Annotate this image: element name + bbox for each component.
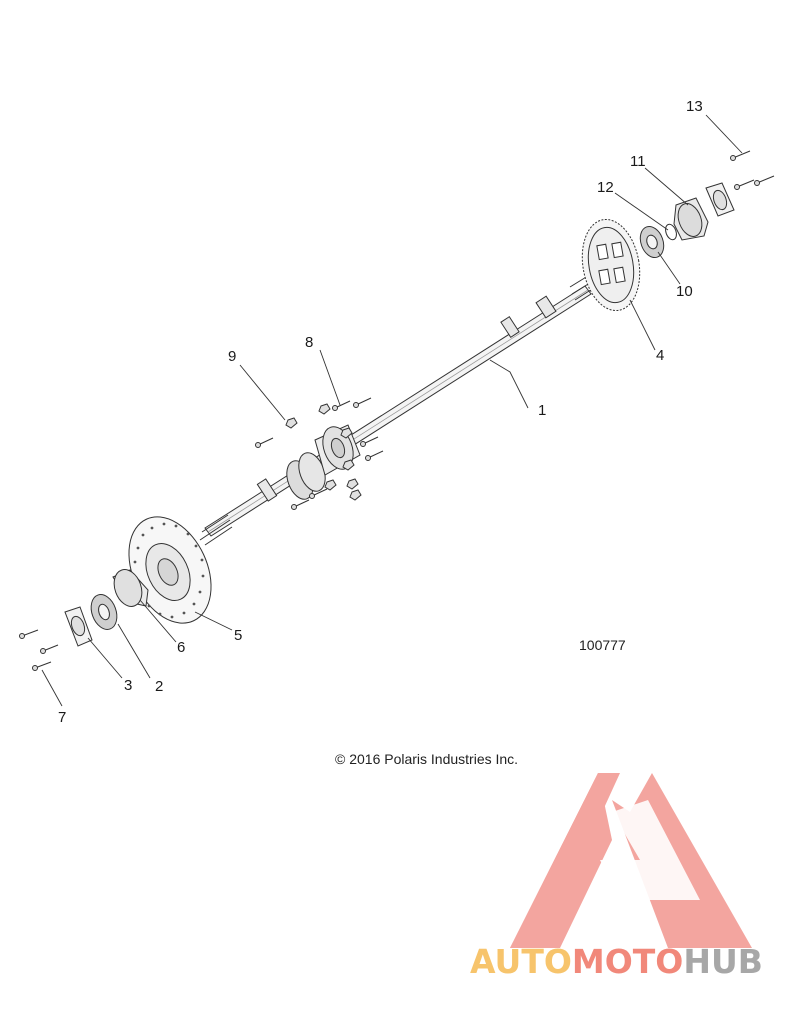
callout-11: 11	[630, 153, 646, 170]
flange-plate-left	[64, 606, 93, 647]
nut-icon	[342, 459, 355, 471]
bolt-icon	[40, 644, 59, 654]
callout-6: 6	[177, 639, 185, 656]
callout-3: 3	[124, 677, 132, 694]
bearing-housing-left	[112, 569, 149, 607]
watermark-auto: AUTO	[470, 942, 572, 981]
watermark-text: AUTOMOTOHUB	[470, 942, 763, 981]
callout-12: 12	[597, 179, 614, 196]
leader-lines	[41, 114, 743, 707]
bolt-icon	[32, 661, 52, 671]
bearing-left	[90, 594, 118, 630]
nut-icon	[285, 417, 298, 429]
callout-8: 8	[305, 334, 313, 351]
bolt-icon	[353, 397, 372, 408]
bolt-icon	[365, 450, 384, 461]
nut-icon	[349, 489, 362, 501]
nut-icon	[346, 478, 359, 490]
bolt-icon	[255, 437, 274, 448]
callout-4: 4	[656, 347, 664, 364]
nut-icon	[318, 403, 331, 415]
bearing-housing-right	[673, 197, 709, 241]
callout-7: 7	[58, 709, 66, 726]
bolt-icon	[332, 400, 351, 411]
bolt-icon	[291, 499, 310, 510]
copyright-notice: © 2016 Polaris Industries Inc.	[335, 751, 519, 767]
bolt-icon	[734, 179, 755, 190]
watermark-hub: HUB	[683, 942, 763, 981]
callout-2: 2	[155, 678, 163, 695]
bolt-icon	[730, 150, 751, 161]
flange-plate-right	[705, 182, 735, 217]
nut-icon	[324, 479, 337, 491]
bolt-icon	[754, 175, 775, 186]
callout-1: 1	[538, 402, 546, 419]
snap-ring	[665, 223, 677, 241]
hub-fasteners	[255, 397, 384, 510]
callout-5: 5	[234, 627, 242, 644]
figure-id: 100777	[579, 637, 626, 653]
callout-labels: 1 2 3 4 5 6 7 8 9 10 11 12 13	[58, 98, 703, 726]
bolt-icon	[360, 436, 379, 447]
right-bolts	[730, 150, 775, 190]
bearing-right	[639, 226, 665, 258]
callout-13: 13	[686, 98, 703, 115]
bolt-icon	[19, 629, 39, 639]
brake-disc	[128, 516, 212, 624]
left-bolts	[19, 629, 59, 671]
watermark-logo	[510, 773, 752, 948]
sprocket	[581, 218, 641, 312]
shaft-spline-left	[199, 514, 233, 546]
nut-icon	[340, 427, 353, 439]
callout-9: 9	[228, 348, 236, 365]
watermark-moto: MOTO	[571, 942, 684, 981]
bolt-icon	[309, 488, 328, 499]
callout-10: 10	[676, 283, 693, 300]
